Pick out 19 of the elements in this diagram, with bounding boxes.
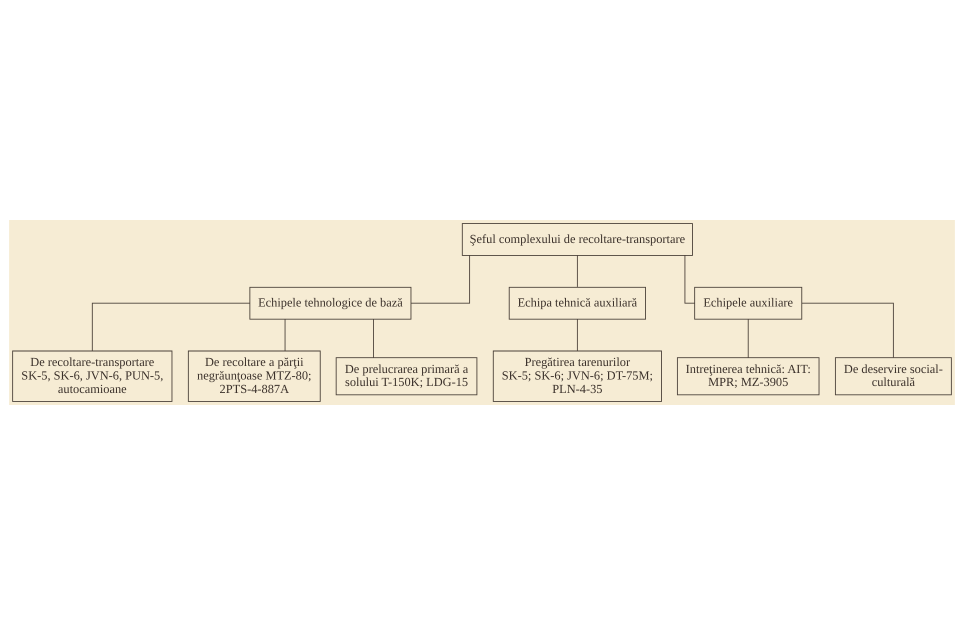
connector — [410, 254, 470, 304]
connector — [576, 318, 578, 351]
connector — [373, 318, 374, 358]
connector — [684, 254, 695, 304]
connector — [748, 318, 749, 358]
node-box: Pregătirea tarenurilor SK-5; SK-6; JVN-6; DT-75M; PLN-4-35 — [492, 350, 662, 402]
connector — [576, 254, 578, 287]
node-box: De recoltare a părţii negrăunţoase MTZ-80; 2PTS-4-887A — [188, 350, 321, 402]
node-box: Intreţinerea tehnică: AIT: MPR; MZ-3905 — [676, 356, 820, 395]
node-box: De deservire social-culturală — [834, 356, 952, 395]
node-box: Şeful complexului de recoltare-transportare — [462, 222, 693, 256]
connector — [801, 302, 894, 358]
node-box: De recoltare-transportare SK-5, SK-6, JVN-6, PUN-5, autocamioane — [12, 350, 172, 402]
node-box: De prelucrarea primară a solului T-150K; LDG-15 — [336, 356, 478, 395]
connector — [284, 318, 286, 351]
connector — [92, 302, 250, 351]
node-box: Echipele tehnologice de bază — [249, 286, 412, 320]
node-box: Echipa tehnică auxiliară — [508, 286, 646, 320]
node-box: Echipele auxiliare — [694, 286, 802, 320]
